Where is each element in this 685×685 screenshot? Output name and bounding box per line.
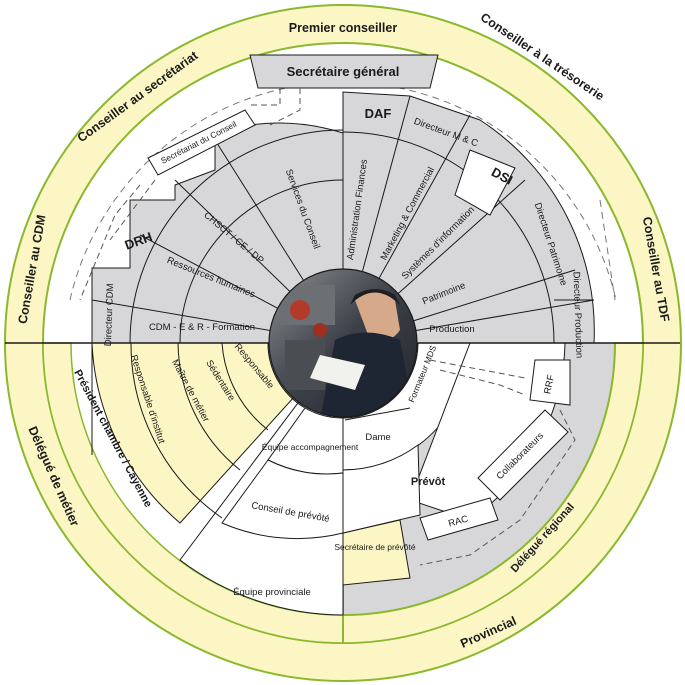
label-rac: RAC xyxy=(447,514,469,530)
region-top-right xyxy=(342,91,595,344)
wedge-responsable-institut xyxy=(91,342,345,524)
label-equipe-accompagnement: Équipe accompagnement xyxy=(262,442,359,452)
label-directeur-cdm: Directeur CDM xyxy=(103,283,116,346)
box-rrf xyxy=(529,359,571,406)
label-secretaire-prevote: Secrétaire de prévôté xyxy=(334,542,416,552)
label-daf: DAF xyxy=(365,106,392,121)
dashed-links-top xyxy=(79,88,301,301)
label-premier-conseiller: Premier conseiller xyxy=(289,21,398,35)
box-collaborateurs xyxy=(477,409,569,501)
label-cdm-formation: CDM - E & R - Formation xyxy=(149,322,255,333)
label-prevot: Prévôt xyxy=(411,476,446,488)
label-dame: Dame xyxy=(365,432,390,443)
center-photo xyxy=(269,269,417,417)
label-production: Production xyxy=(429,324,474,335)
label-directeur-production: Directeur Production xyxy=(570,271,584,358)
label-equipe-provinciale: Équipe provinciale xyxy=(233,587,311,598)
box-rac xyxy=(419,497,499,541)
box-secretariat-conseil xyxy=(147,109,256,176)
dashed-links-bottom xyxy=(419,359,576,566)
label-rrf: RRF xyxy=(542,374,557,396)
box-secretaire-general xyxy=(249,54,439,89)
label-secretaire-general: Secrétaire général xyxy=(287,64,400,79)
